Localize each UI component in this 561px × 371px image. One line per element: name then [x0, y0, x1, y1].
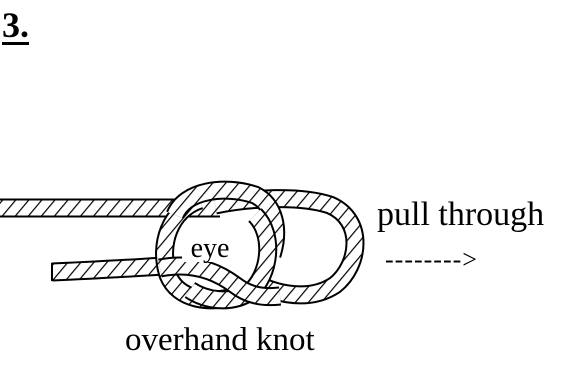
eye-label-backing [182, 232, 238, 262]
crossing-strand [166, 180, 286, 258]
eye-label: eye [191, 233, 230, 264]
direction-arrow: --------> [385, 245, 478, 274]
lower-wrap [158, 256, 282, 307]
pull-through-label: pull through [377, 196, 545, 233]
knot-caption: overhand knot [125, 322, 315, 358]
tail-rope [51, 256, 166, 282]
step-number: 3. [2, 5, 29, 45]
